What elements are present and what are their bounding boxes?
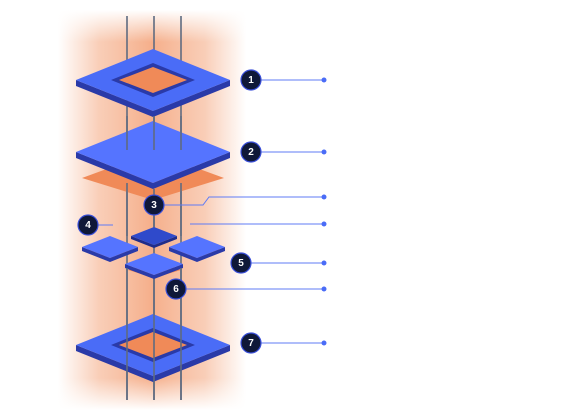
leader-dots bbox=[321, 77, 327, 346]
callout-label-4: 4 bbox=[85, 220, 91, 231]
tile-left-face bbox=[82, 236, 138, 258]
tile-bottom-edge bbox=[125, 264, 183, 279]
callout-label-6: 6 bbox=[173, 284, 179, 295]
leader-3 bbox=[163, 196, 324, 206]
tile-right-edge bbox=[169, 247, 225, 262]
callout-label-3: 3 bbox=[151, 200, 157, 211]
tile-center-top bbox=[131, 236, 177, 248]
callout-badge-6: 6 bbox=[165, 278, 187, 300]
tile-center-top-face bbox=[131, 227, 177, 245]
callout-label-2: 2 bbox=[248, 147, 254, 158]
callout-badge-7: 7 bbox=[240, 332, 262, 354]
callout-badge-4: 4 bbox=[77, 214, 99, 236]
callout-label-7: 7 bbox=[248, 338, 254, 349]
tile-right-face bbox=[169, 236, 225, 258]
callout-badge-5: 5 bbox=[230, 252, 252, 274]
callout-badge-2: 2 bbox=[240, 141, 262, 163]
callout-badge-1: 1 bbox=[240, 69, 262, 91]
callout-label-5: 5 bbox=[238, 258, 244, 269]
callout-label-1: 1 bbox=[248, 75, 254, 86]
tile-left-edge bbox=[82, 247, 138, 262]
layer-2-plate bbox=[76, 121, 230, 200]
callout-badge-3: 3 bbox=[143, 194, 165, 216]
layer-small-tiles bbox=[82, 227, 225, 279]
tile-bottom-face bbox=[125, 253, 183, 275]
layer-1-frame bbox=[76, 49, 230, 117]
layer-7-frame bbox=[76, 314, 230, 382]
leader-lines bbox=[97, 79, 324, 344]
